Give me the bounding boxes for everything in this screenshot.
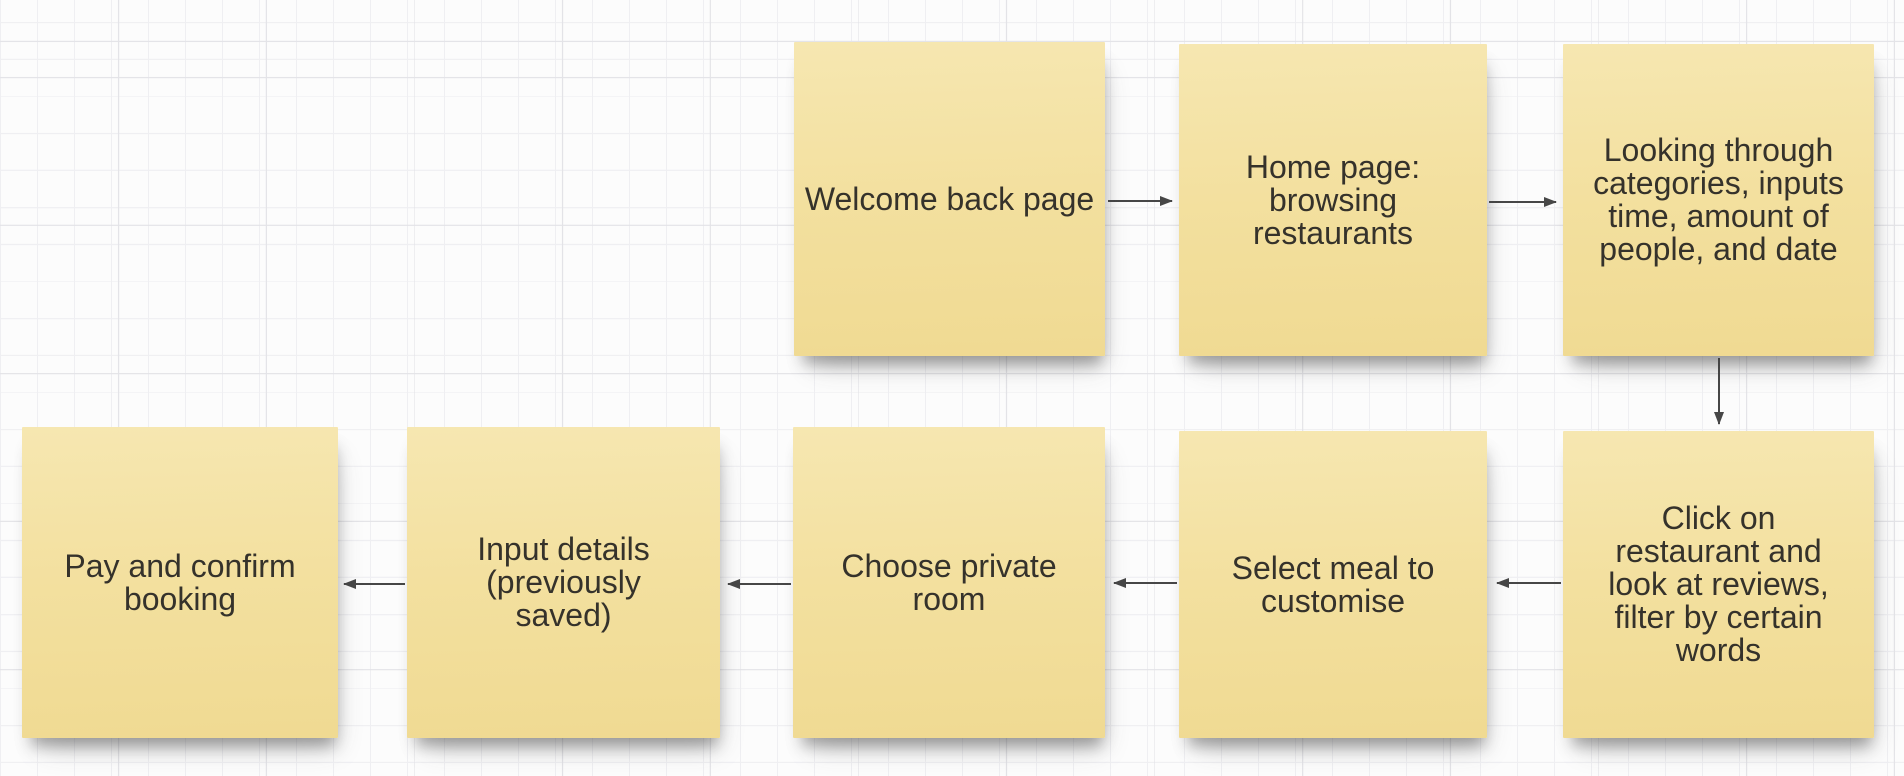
sticky-note-pay-confirm[interactable]: Pay and confirm booking — [22, 427, 338, 738]
sticky-note-text: Click on restaurant and look at reviews,… — [1608, 500, 1829, 668]
sticky-note-text: Looking through categories, inputs time,… — [1593, 132, 1844, 267]
sticky-note-welcome-back[interactable]: Welcome back page — [794, 42, 1105, 356]
sticky-note-text: Pay and confirm booking — [64, 547, 296, 617]
sticky-note-home-page[interactable]: Home page: browsing restaurants — [1179, 44, 1487, 356]
sticky-note-private-room[interactable]: Choose private room — [793, 427, 1105, 738]
sticky-note-text: Select meal to customise — [1231, 549, 1435, 619]
sticky-note-text: Input details (previously saved) — [477, 531, 650, 633]
sticky-note-text: Choose private room — [841, 547, 1057, 617]
sticky-note-text: Welcome back page — [804, 180, 1095, 217]
sticky-note-input-details[interactable]: Input details (previously saved) — [407, 427, 720, 738]
sticky-note-browse-categories[interactable]: Looking through categories, inputs time,… — [1563, 44, 1874, 356]
sticky-note-restaurant-reviews[interactable]: Click on restaurant and look at reviews,… — [1563, 431, 1874, 738]
sticky-note-text: Home page: browsing restaurants — [1245, 148, 1421, 251]
sticky-note-select-meal[interactable]: Select meal to customise — [1179, 431, 1487, 738]
